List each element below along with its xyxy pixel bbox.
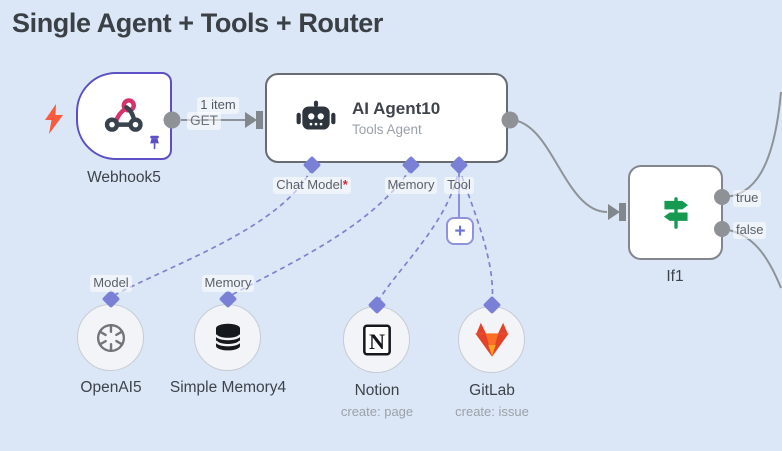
- node-gitlab[interactable]: [458, 306, 525, 373]
- simple-memory-node-label: Simple Memory4: [169, 379, 287, 396]
- plus-icon: +: [454, 220, 466, 242]
- webhook-node-label: Webhook5: [87, 169, 161, 186]
- edge-tool-to-gitlab: [458, 167, 494, 304]
- notion-node-label: Notion: [354, 382, 400, 399]
- trigger-lightning-icon: [45, 104, 63, 134]
- webhook-icon: [104, 98, 143, 132]
- gitlab-node-label: GitLab: [469, 382, 515, 399]
- database-icon: [214, 323, 241, 350]
- required-asterisk: *: [342, 177, 348, 192]
- node-ai-agent[interactable]: AI Agent10 Tools Agent: [265, 73, 508, 163]
- node-openai[interactable]: [77, 304, 144, 371]
- agent-node-title: AI Agent10: [352, 99, 441, 118]
- if-output-true-label: true: [733, 190, 773, 207]
- page-title: Single Agent + Tools + Router: [12, 8, 383, 38]
- node-simple-memory[interactable]: [194, 304, 261, 371]
- pin-icon: [150, 135, 159, 150]
- edge-if-false-out: [721, 228, 782, 289]
- port-label-chat-model: Chat Model*: [252, 177, 372, 194]
- signpost-icon: [663, 196, 688, 229]
- port-label-memory: Memory: [371, 177, 451, 194]
- notion-icon: N: [362, 323, 391, 356]
- openai-port-label: Model: [71, 275, 151, 292]
- if-output-false-label: false: [733, 222, 777, 239]
- connection-method-label: GET: [182, 112, 226, 130]
- openai-icon: [96, 323, 125, 352]
- simple-memory-port-label: Memory: [188, 275, 268, 292]
- connection-items-count: 1 item: [187, 97, 249, 114]
- node-notion[interactable]: N: [343, 306, 410, 373]
- node-webhook[interactable]: [76, 72, 172, 160]
- edge-if-true-out: [721, 91, 782, 198]
- edge-agent-to-if: [509, 119, 608, 213]
- gitlab-operation-label: create: issue: [455, 404, 529, 419]
- robot-icon: [296, 100, 336, 130]
- agent-node-subtitle: Tools Agent: [352, 122, 422, 137]
- svg-text:N: N: [368, 328, 384, 353]
- node-if[interactable]: [628, 165, 723, 260]
- openai-node-label: OpenAI5: [80, 379, 142, 396]
- port-label-tool: Tool: [429, 177, 489, 194]
- edge-chatmodel-to-openai: [110, 167, 313, 298]
- notion-operation-label: create: page: [340, 404, 414, 419]
- if-node-label: If1: [666, 268, 684, 285]
- add-tool-button[interactable]: +: [446, 217, 474, 245]
- gitlab-icon: [474, 322, 509, 357]
